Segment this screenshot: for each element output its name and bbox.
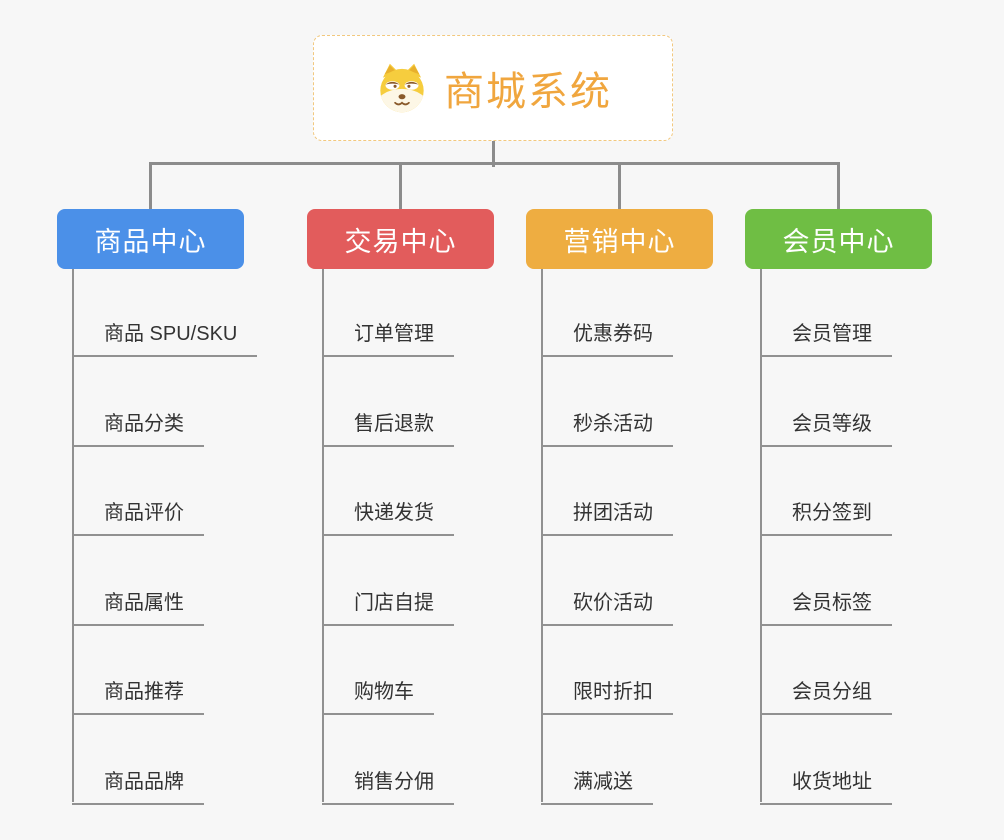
leaf-label: 会员标签	[792, 592, 872, 614]
leaf-node[interactable]: 售后退款	[322, 411, 454, 447]
leaf-label: 商品分类	[104, 413, 184, 435]
leaf-node[interactable]: 商品品牌	[72, 769, 204, 805]
leaf-label: 门店自提	[354, 592, 434, 614]
leaf-label: 商品 SPU/SKU	[104, 323, 238, 345]
leaf-node[interactable]: 会员等级	[760, 411, 892, 447]
leaf-node[interactable]: 秒杀活动	[541, 411, 673, 447]
leaf-label: 商品属性	[104, 592, 184, 614]
branch-box-2[interactable]: 营销中心	[526, 209, 713, 269]
connector-branch-drop	[399, 162, 402, 209]
root-node[interactable]: 商城系统	[313, 35, 673, 141]
leaf-node[interactable]: 满减送	[541, 769, 653, 805]
leaf-label: 商品品牌	[104, 771, 184, 793]
branch-label: 交易中心	[344, 226, 457, 257]
leaf-node[interactable]: 拼团活动	[541, 500, 673, 536]
leaf-node[interactable]: 购物车	[322, 679, 434, 715]
leaf-label: 优惠券码	[573, 323, 653, 345]
leaf-node[interactable]: 会员管理	[760, 321, 892, 357]
leaf-label: 拼团活动	[573, 502, 653, 524]
leaf-node[interactable]: 门店自提	[322, 590, 454, 626]
leaf-node[interactable]: 限时折扣	[541, 679, 673, 715]
branch-label: 会员中心	[782, 226, 895, 257]
leaf-node[interactable]: 收货地址	[760, 769, 892, 805]
leaf-node[interactable]: 积分签到	[760, 500, 892, 536]
leaf-node[interactable]: 会员标签	[760, 590, 892, 626]
leaf-label: 快递发货	[354, 502, 434, 524]
leaf-node[interactable]: 砍价活动	[541, 590, 673, 626]
leaf-node[interactable]: 快递发货	[322, 500, 454, 536]
leaf-label: 限时折扣	[573, 681, 653, 703]
connector-branch-drop	[837, 162, 840, 209]
leaf-node[interactable]: 商品分类	[72, 411, 204, 447]
leaf-label: 收货地址	[792, 771, 872, 793]
root-title: 商城系统	[444, 70, 612, 114]
connector-bus	[149, 162, 840, 165]
branch-label: 营销中心	[563, 226, 676, 257]
leaf-node[interactable]: 会员分组	[760, 679, 892, 715]
leaf-label: 满减送	[573, 771, 633, 793]
connector-branch-drop	[618, 162, 621, 209]
leaf-node[interactable]: 商品 SPU/SKU	[72, 321, 258, 357]
leaf-label: 秒杀活动	[573, 413, 653, 435]
leaf-node[interactable]: 商品推荐	[72, 679, 204, 715]
leaf-node[interactable]: 订单管理	[322, 321, 454, 357]
leaf-label: 购物车	[354, 681, 414, 703]
leaf-label: 商品评价	[104, 502, 184, 524]
leaf-node[interactable]: 优惠券码	[541, 321, 673, 357]
leaf-label: 售后退款	[354, 413, 434, 435]
leaf-label: 砍价活动	[573, 592, 653, 614]
branch-box-0[interactable]: 商品中心	[57, 209, 244, 269]
leaf-label: 会员等级	[792, 413, 872, 435]
connector-root-stem	[492, 141, 495, 167]
leaf-node[interactable]: 销售分佣	[322, 769, 454, 805]
leaf-node[interactable]: 商品属性	[72, 590, 204, 626]
leaf-label: 订单管理	[354, 323, 434, 345]
leaf-label: 会员管理	[792, 323, 872, 345]
leaf-label: 积分签到	[792, 502, 872, 524]
branch-box-3[interactable]: 会员中心	[745, 209, 932, 269]
leaf-label: 销售分佣	[354, 771, 434, 793]
connector-branch-drop	[149, 162, 152, 209]
branch-box-1[interactable]: 交易中心	[307, 209, 494, 269]
branch-label: 商品中心	[94, 226, 207, 257]
leaf-label: 会员分组	[792, 681, 872, 703]
doge-icon	[380, 63, 424, 113]
leaf-node[interactable]: 商品评价	[72, 500, 204, 536]
leaf-label: 商品推荐	[104, 681, 184, 703]
